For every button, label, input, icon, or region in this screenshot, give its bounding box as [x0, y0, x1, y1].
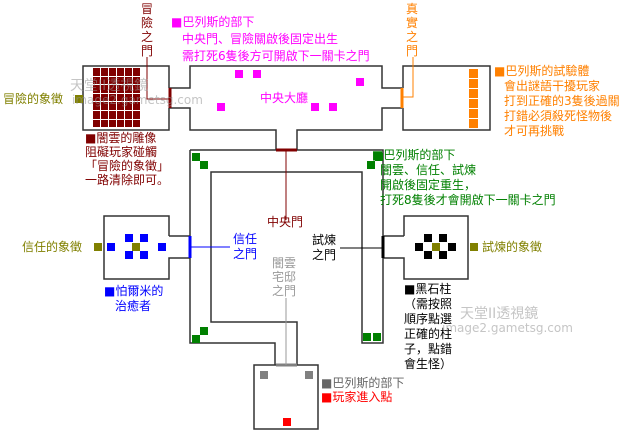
green-note: ■巴列斯的部下 闇雲、信任、試煉 開啟後固定重生， 打死8隻後才會開啟下一關卡之… — [372, 148, 556, 208]
trust-symbol-label: 信任的象徵 — [22, 240, 83, 254]
note-line: 治癒者 — [115, 299, 152, 313]
adventure-room-wall — [82, 65, 170, 131]
monster-marker — [192, 335, 200, 343]
note-line: 順序點選 — [404, 312, 453, 326]
black-note: ■黑石柱 （需按照 順序點選 正確的柱 子，點錯 會生怪） — [404, 282, 452, 372]
black-pillar[interactable] — [439, 251, 447, 259]
monster-marker — [375, 153, 383, 161]
watermark-title: 天堂II透視鏡 — [460, 306, 539, 322]
note-line: 正確的柱 — [404, 327, 453, 341]
note-line: 阻礙玩家碰觸 — [85, 145, 158, 159]
trial-room-wall — [383, 215, 469, 280]
orange-note: ■巴列斯的試驗體 會出謎語干擾玩家 打到正確的3隻後過關 打錯必須殺死怪物後 才… — [494, 64, 620, 139]
monster-marker — [363, 333, 371, 341]
black-pillar[interactable] — [439, 234, 447, 242]
monster-marker — [329, 103, 337, 111]
trust-room-wall — [103, 215, 190, 280]
gray-note: ■巴列斯的部下 — [321, 376, 405, 390]
monster-marker — [356, 78, 364, 86]
black-pillar[interactable] — [448, 243, 456, 251]
truth-room-wall — [402, 65, 491, 131]
note-line: 開啟後固定重生， — [380, 178, 477, 192]
dark-red-note: ■闇雲的雕像 阻礙玩家碰觸 「冒險的象徵」 一路清除即可。 — [85, 131, 169, 187]
mansion-gate-label: 闇雲宅邸之門 — [272, 256, 297, 298]
note-line: ■黑石柱 — [404, 282, 452, 296]
boss-minion-marker — [260, 371, 268, 379]
healer-marker — [140, 251, 148, 259]
statue-grid — [93, 68, 140, 128]
note-line: 「冒險的象徵」 — [85, 159, 170, 173]
watermark-url: image2.gametsg.com — [72, 93, 203, 107]
healer-marker — [125, 251, 133, 259]
central-gate-label: 中央門 — [267, 215, 304, 229]
note-line: 打到正確的3隻後過關 — [504, 94, 620, 108]
note-line: 中央門、冒險關啟後固定出生 — [182, 32, 339, 46]
adventure-gate-leader — [146, 57, 169, 100]
note-line: ■巴列斯的試驗體 — [494, 64, 590, 78]
note-line: 才可再挑戰 — [504, 124, 565, 138]
monster-marker — [373, 333, 381, 341]
note-line: ■巴列斯的部下 — [171, 15, 255, 29]
note-line: 闇雲、信任、試煉 — [380, 163, 477, 177]
test-subject-column — [469, 69, 478, 128]
note-line: 打死8隻後才會開啟下一關卡之門 — [380, 193, 556, 207]
truth-gate-label: 真實之門 — [406, 2, 419, 58]
note-line: 打錯必須殺死怪物後 — [504, 109, 613, 123]
trust-symbol-marker[interactable] — [94, 243, 102, 251]
adventure-symbol-label: 冒險的象徵 — [3, 92, 64, 106]
trust-gate-label: 信任之門 — [233, 232, 258, 261]
note-line: 會生怪） — [404, 357, 453, 371]
monster-marker — [311, 103, 319, 111]
watermark-url: image2.gametsg.com — [442, 321, 573, 335]
monster-marker — [217, 103, 225, 111]
note-line: 子，點錯 — [404, 342, 453, 356]
monster-marker — [192, 153, 200, 161]
central-hall-wall — [169, 65, 402, 150]
trial-symbol-label: 試煉的象徵 — [482, 240, 543, 254]
monster-marker — [367, 161, 375, 169]
trial-gate-label: 試煉之門 — [312, 233, 337, 262]
black-pillar[interactable] — [415, 243, 423, 251]
note-line: （需按照 — [404, 297, 453, 311]
monster-marker — [235, 70, 243, 78]
note-line: 會出謎語干擾玩家 — [504, 79, 601, 93]
adventure-gate-label: 冒險之門 — [141, 2, 154, 58]
note-line: 需打死6隻後方可開啟下一關卡之門 — [182, 49, 370, 63]
trial-symbol-center[interactable] — [432, 243, 440, 251]
black-pillar[interactable] — [424, 234, 432, 242]
healer-marker — [158, 243, 166, 251]
truth-gate-leader — [402, 57, 414, 98]
healer-marker — [140, 234, 148, 242]
note-line: ■巴列斯的部下 — [372, 148, 456, 162]
healer-marker — [125, 234, 133, 242]
boss-minion-marker — [305, 371, 313, 379]
adventure-symbol-marker[interactable] — [75, 95, 83, 103]
central-hall-label: 中央大廳 — [260, 91, 309, 105]
player-entry-marker — [283, 418, 291, 426]
monster-marker — [200, 327, 208, 335]
monster-marker — [200, 161, 208, 169]
note-line: ■怕爾米的 — [104, 284, 164, 298]
black-pillar[interactable] — [424, 251, 432, 259]
red-note: ■玩家進入點 — [321, 390, 393, 404]
note-line: ■闇雲的雕像 — [85, 131, 157, 145]
healer-marker — [107, 243, 115, 251]
monster-marker — [253, 70, 261, 78]
watermark-title: 天堂II透視鏡 — [70, 78, 149, 94]
trust-symbol-center[interactable] — [132, 243, 140, 251]
trial-symbol-marker[interactable] — [470, 243, 478, 251]
magenta-note: ■巴列斯的部下 中央門、冒險關啟後固定出生 需打死6隻後方可開啟下一關卡之門 — [171, 14, 370, 65]
blue-note: ■怕爾米的 治癒者 — [104, 284, 163, 314]
note-line: 一路清除即可。 — [85, 173, 170, 187]
